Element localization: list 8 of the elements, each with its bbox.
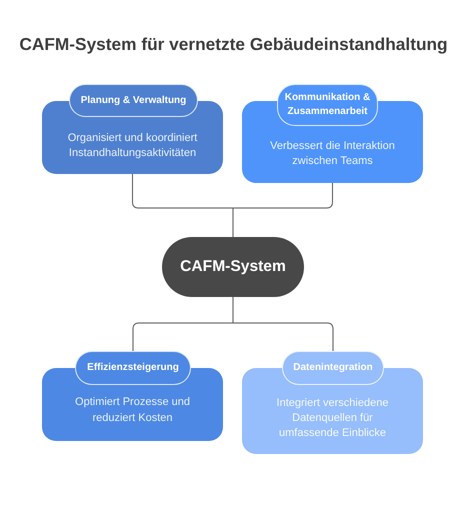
category-pill: Kommunikation & Zusammenarbeit <box>277 84 378 126</box>
diagram-title: CAFM-System für vernetzte Gebäudeinstandhaltung <box>19 34 448 55</box>
center-pill: CAFM-System <box>162 237 304 297</box>
category-pill: Datenintegration <box>282 351 384 385</box>
category-pill: Planung & Verwaltung <box>69 84 198 117</box>
connector-line <box>232 296 334 352</box>
category-pill: Effizienzsteigerung <box>75 351 191 385</box>
connector-line <box>232 182 333 238</box>
